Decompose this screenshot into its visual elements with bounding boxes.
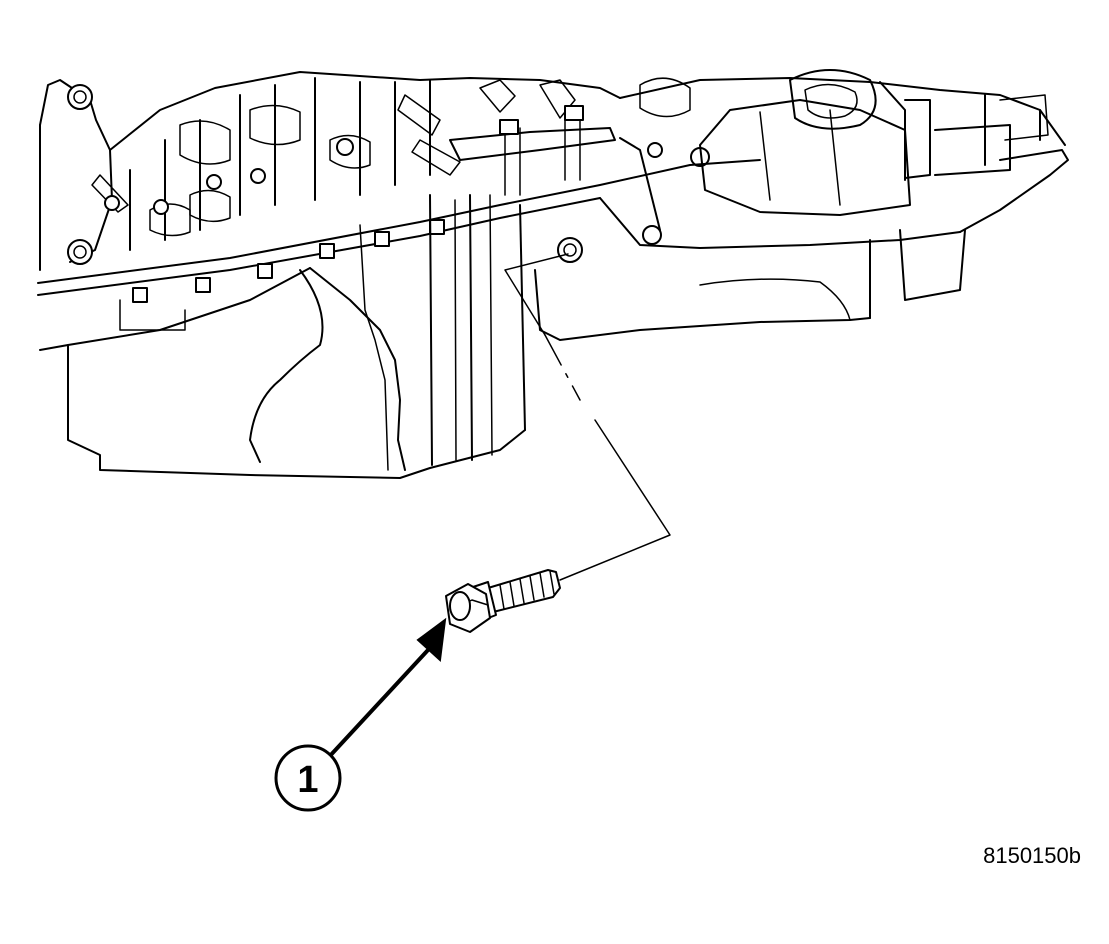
bolt-leader-line bbox=[504, 237, 671, 581]
callout-1: 1 bbox=[274, 617, 447, 812]
callout-circle bbox=[274, 744, 342, 812]
callout-arrowhead-icon bbox=[416, 617, 447, 663]
oil-pan-sump bbox=[39, 194, 966, 479]
pan-rail bbox=[37, 105, 1069, 296]
rail-bolts bbox=[119, 219, 445, 331]
engine-block bbox=[39, 71, 1066, 271]
figure-id-label: 8150150b bbox=[983, 843, 1081, 868]
block-bolt-heads bbox=[67, 84, 710, 265]
oil-pan-bolt bbox=[445, 569, 561, 633]
callout-number: 1 bbox=[297, 759, 318, 801]
transmission-housing bbox=[699, 69, 1049, 216]
